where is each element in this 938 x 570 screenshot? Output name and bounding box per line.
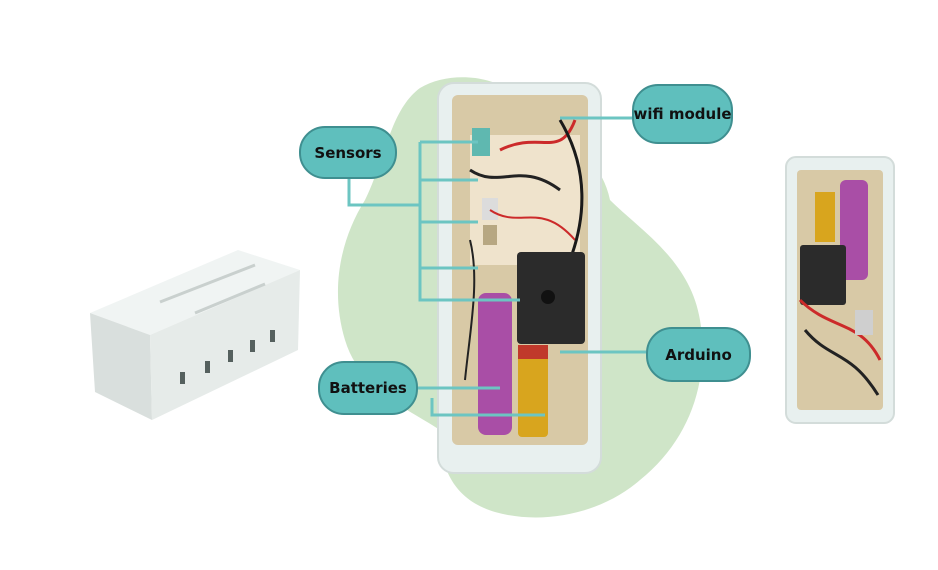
batteries-callout: Batteries — [318, 361, 418, 415]
right-device-photo — [785, 156, 895, 424]
wifi-module-callout: wifi module — [632, 84, 733, 144]
open-case-photo — [437, 82, 602, 474]
leader-lines — [347, 116, 646, 417]
closed-device-photo — [90, 250, 300, 420]
arduino-callout: Arduino — [646, 327, 751, 382]
sensors-callout: Sensors — [299, 126, 397, 179]
